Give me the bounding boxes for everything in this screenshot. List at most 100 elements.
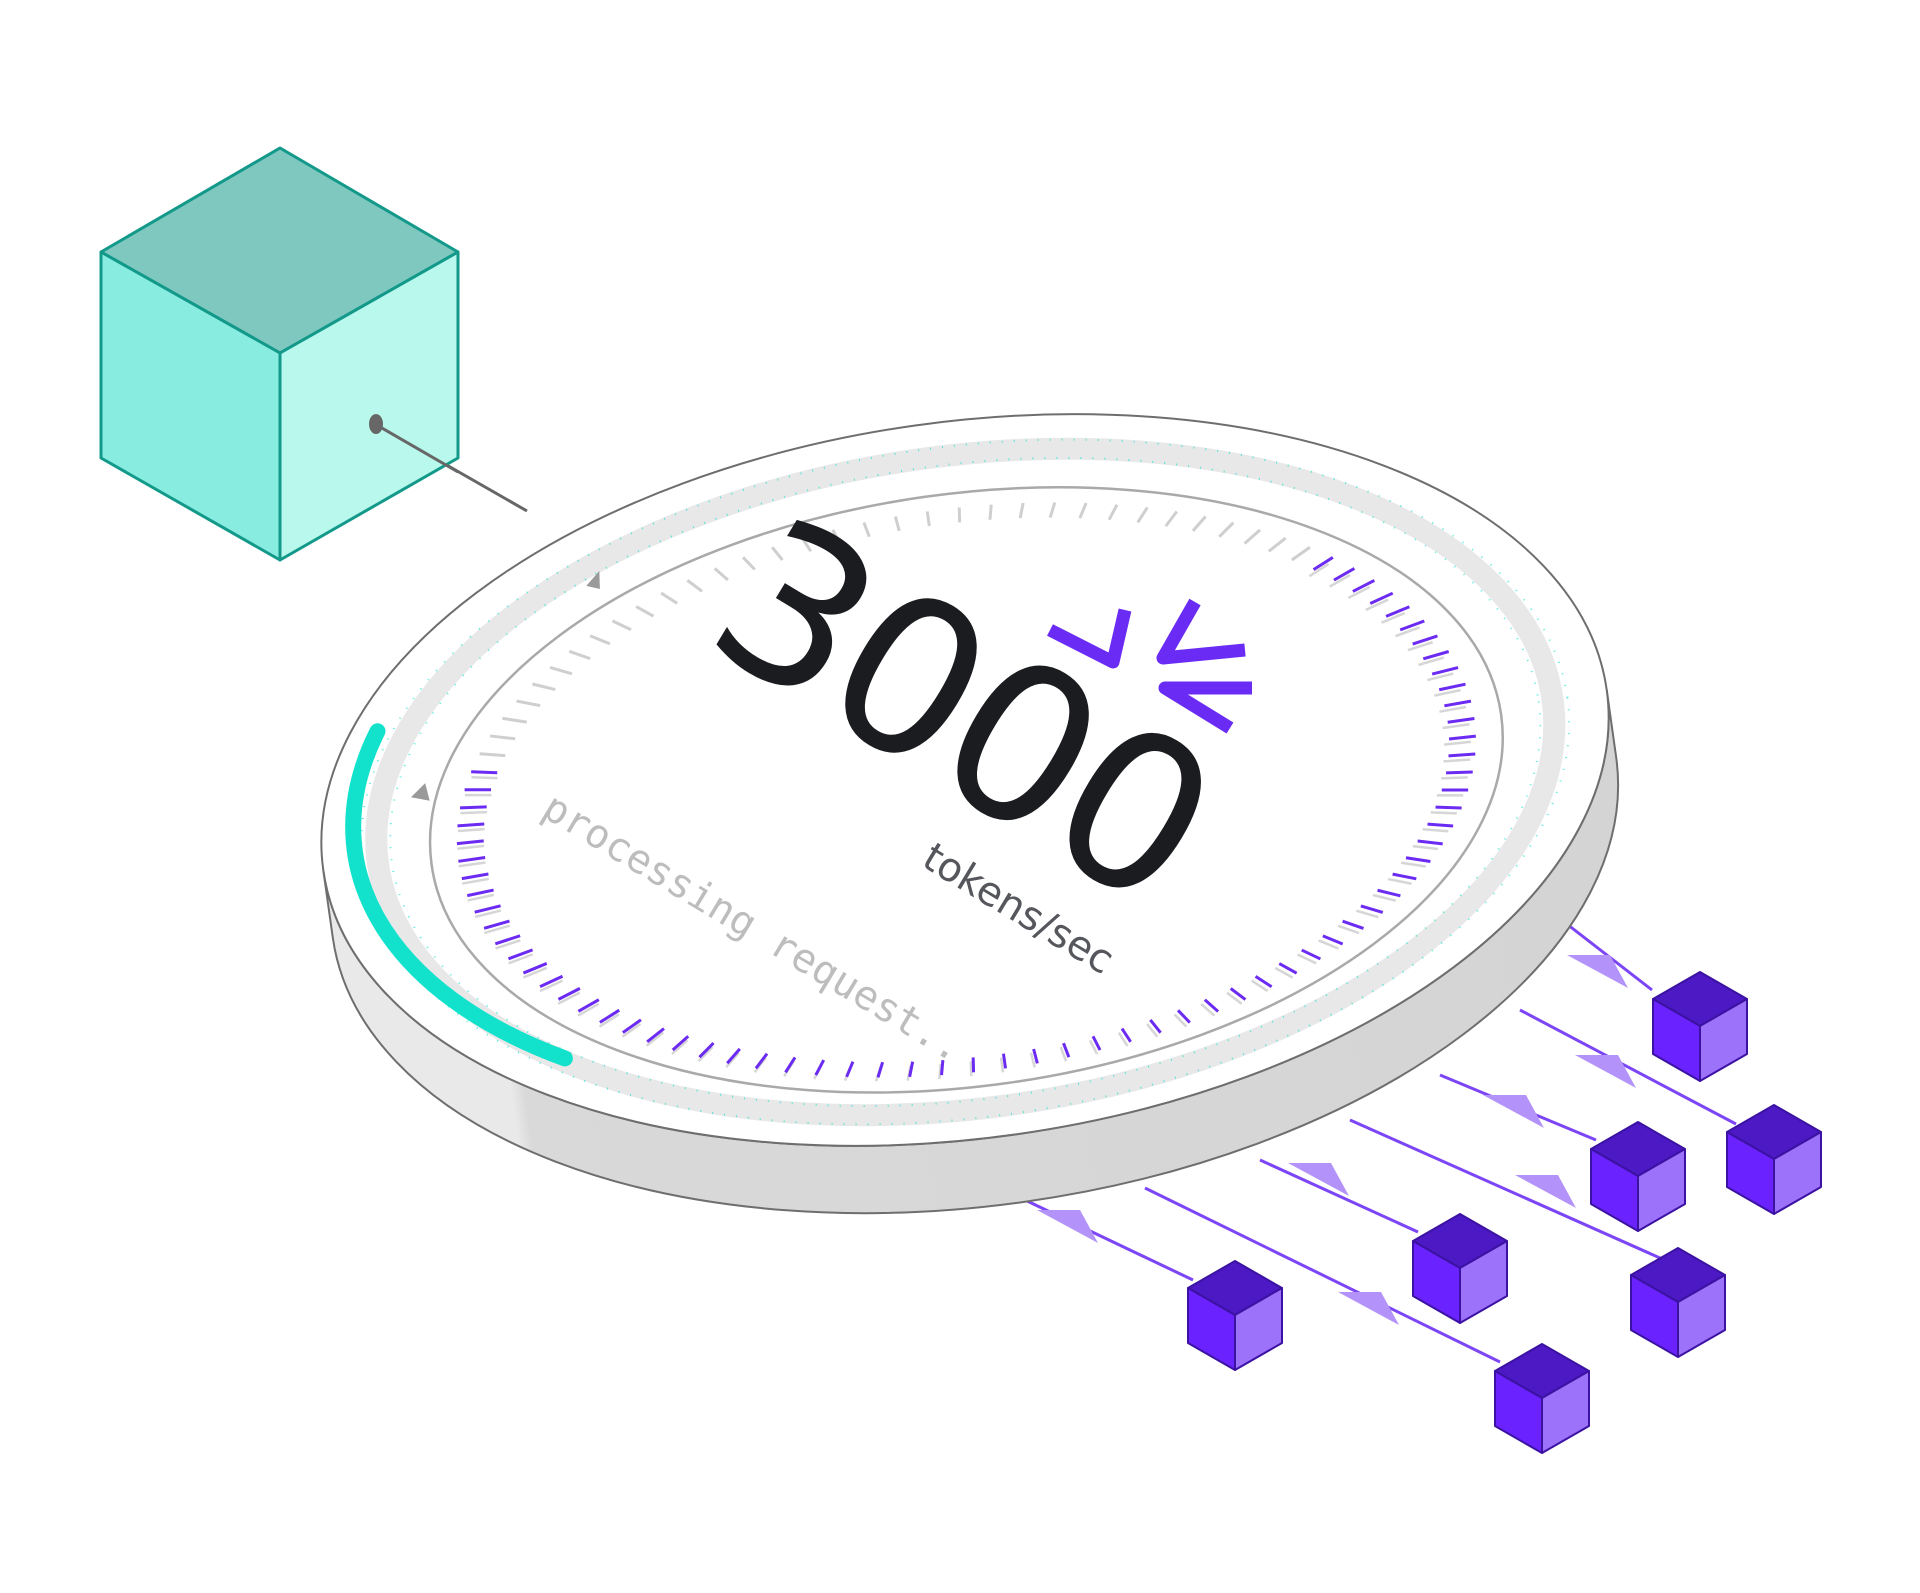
output-cubes [1187,971,1822,1454]
dial-tick [457,822,485,828]
dial-tick [876,1061,885,1078]
dial-tick [1149,1018,1162,1034]
dial-tick [1267,536,1287,553]
dial-tick-shadow [1380,611,1406,624]
dotted-ring-inner [389,456,1542,1108]
output-cube-right [1677,1274,1726,1358]
dial-tick [1254,975,1273,989]
dial-tick [671,1035,690,1052]
dial-tick [1191,515,1207,532]
dial-tick-shadow [1436,794,1464,797]
arrow-icon [1567,955,1628,988]
dial-tick-shadow [1442,723,1470,730]
dial-tick [494,934,521,946]
dial-tick [516,699,541,708]
output-cube[interactable] [1187,1260,1283,1371]
dial-tick [1322,934,1344,946]
dial-tick-shadow [1427,672,1454,682]
dial-tick-shadow [1441,776,1468,780]
dial-tick [1032,1048,1039,1064]
dial-tick-shadow [1407,640,1434,652]
dial-tick-shadow [1401,861,1426,868]
dial-tick-shadow [1439,705,1467,713]
dial-tick [1048,501,1057,519]
output-cube-right [1541,1370,1590,1454]
dial-tick-shadow [1173,1013,1188,1028]
dial-tick [507,948,534,961]
dial-tick [1392,872,1417,881]
dial-tick [1441,788,1469,792]
output-cube[interactable] [1652,971,1748,1082]
dial-tick [1377,888,1401,898]
marker-triangle-icon [411,783,430,801]
dial-tick [568,649,591,661]
output-arrows [1037,955,1636,1325]
dial-tick [957,507,962,523]
dial-tick-shadow [1422,828,1449,833]
dial-tick-shadow [577,1002,600,1017]
dial-tick [1229,987,1247,1001]
dial-tick-shadow [1318,939,1339,950]
dial-tick-shadow [460,810,488,815]
dial-tick-shadow [467,893,495,902]
dial-tick [1435,805,1462,810]
dial-tick-shadow [969,1061,973,1077]
dial-tick [489,734,516,741]
dial-tick [1352,579,1376,593]
dial-tick [577,998,600,1013]
dial-tick-shadow [462,877,489,885]
dial-tick [660,591,679,605]
dial-tick [862,522,871,538]
output-cube[interactable] [1494,1343,1590,1454]
dial-tick [1431,666,1459,676]
output-cube[interactable] [1630,1247,1726,1358]
dial-tick [713,567,729,582]
dial-tick-shadow [621,1022,642,1038]
dial-tick [458,856,486,863]
dial-tick-shadow [1337,924,1360,935]
dial-tick-shadow [1146,1023,1159,1038]
dial-tick [621,1018,642,1034]
dial-tick [539,974,564,988]
dial-tick-shadow [999,1057,1005,1073]
dial-tick [1399,619,1425,632]
output-cube[interactable] [1412,1213,1508,1324]
dial-tick-shadow [1088,1039,1099,1055]
dial-tick-shadow [1372,893,1397,902]
dial-tick [726,1047,741,1065]
dial-tick-shadow [471,775,498,780]
output-line-6 [1144,1186,1501,1364]
dial-tick [1091,1035,1102,1051]
dial-tick [971,1057,976,1073]
dial-tick [698,1042,715,1059]
dial-tick [686,579,703,593]
source-cube[interactable] [99,146,460,562]
dial-tick [754,1052,769,1070]
dial-tick [1447,717,1475,724]
arrow-icon [1575,1055,1636,1088]
progress-arc[interactable] [339,712,573,1084]
marker-triangle-icon [586,570,600,589]
output-cube[interactable] [1726,1104,1822,1215]
dial-tick [1203,998,1220,1013]
dial-tick [1301,948,1322,961]
dial-tick [1062,1042,1071,1058]
dial-tick [483,919,510,930]
arrow-icon [1515,1175,1576,1208]
dial-tick-shadow [1059,1046,1068,1062]
output-cube[interactable] [1590,1121,1686,1232]
dial-tick [471,770,498,775]
arrow-icon [1288,1163,1349,1196]
connector-dot-icon [369,414,383,434]
dial-tick [893,516,901,532]
dial-tick [522,962,548,975]
arrow-icon [1483,1095,1544,1128]
dial-tick [474,904,501,914]
output-line-4 [1349,1118,1679,1268]
output-line-2 [1519,1008,1737,1126]
dial-tick [1243,528,1262,545]
dial-tick [845,1061,855,1078]
dial-tick [784,1056,797,1074]
dial-tick [1164,510,1179,528]
dial-tick [461,872,489,881]
